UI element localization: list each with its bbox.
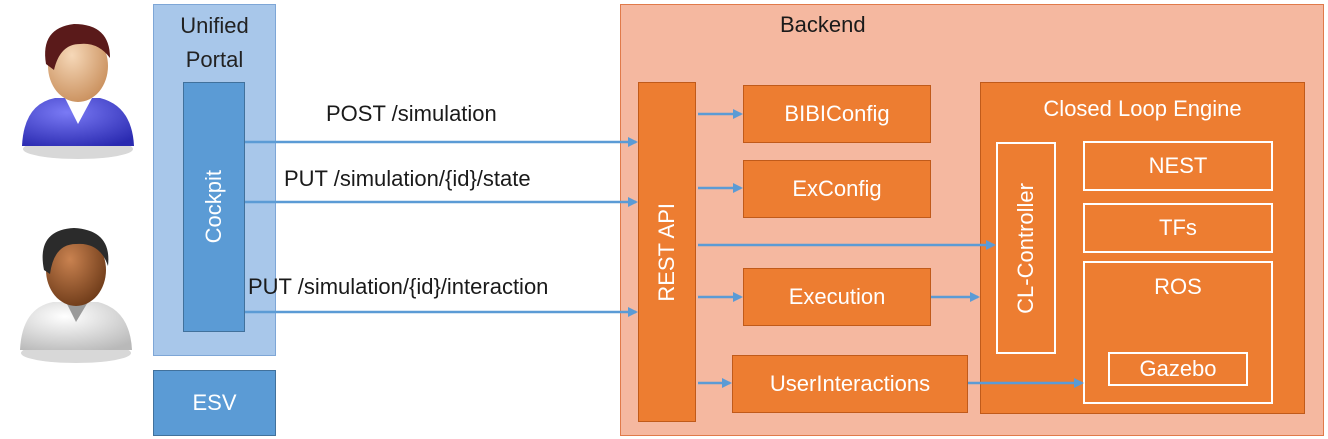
execution-label: Execution [788, 284, 886, 309]
exconfig-label: ExConfig [792, 176, 882, 201]
user-avatar-icon [22, 24, 134, 159]
ros-label: ROS [1154, 274, 1202, 299]
portal-title-line2: Portal [185, 47, 244, 72]
user-avatar-icon [20, 228, 132, 363]
portal-title-line1: Unified [180, 13, 249, 38]
esv-label: ESV [192, 390, 237, 415]
esv-box: ESV [153, 370, 276, 436]
request-label-put-state: PUT /simulation/{id}/state [284, 166, 531, 191]
nest-box: NEST [1083, 141, 1273, 191]
exconfig-box: ExConfig [743, 160, 931, 218]
rest-api-box: REST API [638, 82, 696, 422]
request-label-put-interaction: PUT /simulation/{id}/interaction [248, 274, 549, 299]
request-label-post-simulation: POST /simulation [326, 101, 497, 126]
execution-box: Execution [743, 268, 931, 326]
tfs-box: TFs [1083, 203, 1273, 253]
gazebo-box: Gazebo [1108, 352, 1248, 386]
nest-label: NEST [1148, 153, 1208, 178]
bibiconfig-box: BIBIConfig [743, 85, 931, 143]
backend-title: Backend [780, 12, 866, 37]
cle-title: Closed Loop Engine [1043, 96, 1242, 121]
userinteractions-label: UserInteractions [769, 371, 931, 396]
cl-controller-box: CL-Controller [996, 142, 1056, 354]
closed-loop-engine-panel [980, 82, 1305, 414]
portal-title: Unified Portal [153, 10, 276, 76]
userinteractions-box: UserInteractions [732, 355, 968, 413]
ros-box [1083, 261, 1273, 404]
bibiconfig-label: BIBIConfig [784, 101, 890, 126]
gazebo-label: Gazebo [1139, 356, 1217, 381]
cockpit-box: Cockpit [183, 82, 245, 332]
tfs-label: TFs [1159, 215, 1197, 240]
